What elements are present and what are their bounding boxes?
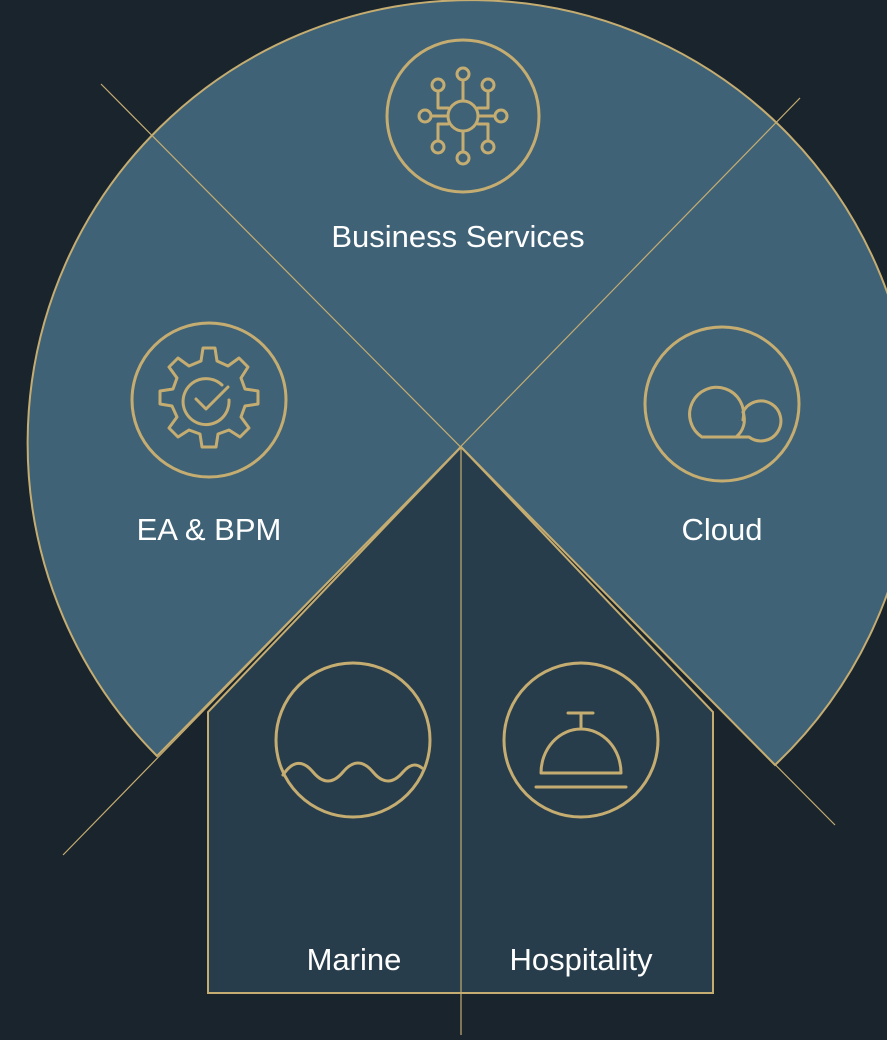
divider-line-left-diagonal: [100, 83, 836, 826]
circle-segments-shape: [26, 0, 887, 767]
network-hub-icon: [385, 38, 541, 194]
cloud-icon: [643, 325, 801, 483]
gear-check-icon: [130, 321, 288, 479]
segment-label-ea-bpm: EA & BPM: [137, 512, 282, 547]
service-bell-icon: [502, 661, 660, 819]
waves-icon: [274, 661, 432, 819]
segment-label-hospitality: Hospitality: [510, 942, 653, 977]
divider-line-right-diagonal: [62, 97, 801, 856]
segment-label-cloud: Cloud: [682, 512, 763, 547]
segment-label-business-services: Business Services: [331, 219, 584, 254]
segment-label-marine: Marine: [307, 942, 402, 977]
